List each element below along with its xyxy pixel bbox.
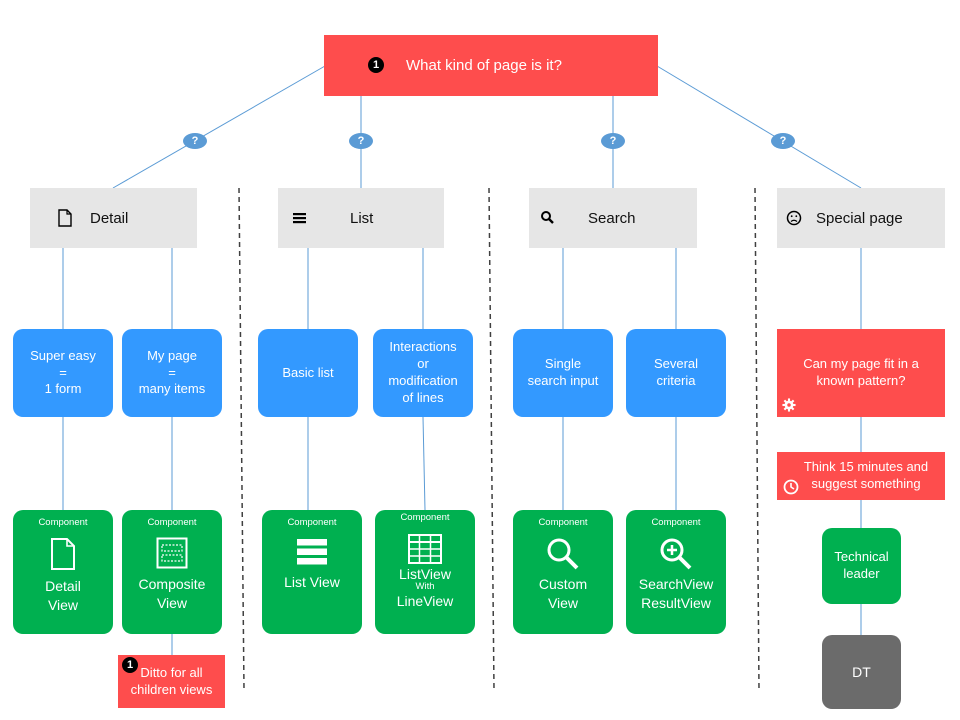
detail-option-single-form: Super easy=1 form	[13, 329, 113, 417]
category-search-label: Search	[588, 210, 636, 227]
component-listview-line2: With	[415, 581, 435, 593]
list-rows-icon	[297, 539, 327, 565]
special-dt-label: DT	[852, 663, 871, 680]
special-think-line1: Think 15 minutes and	[803, 459, 929, 475]
search-icon	[541, 211, 554, 224]
root-question: 1 What kind of page is it?	[324, 35, 658, 96]
table-grid-icon	[408, 534, 442, 565]
question-mark-icon: ?	[771, 133, 795, 149]
component-composite-line2: View	[156, 595, 188, 612]
detail-option-many-items: My page=many items	[122, 329, 222, 417]
detail-option-b-line3: many items	[138, 381, 206, 397]
detail-option-a-line1: Super easy	[30, 347, 96, 363]
component-tag: Component	[147, 517, 197, 528]
badge-1-icon: 1	[122, 657, 138, 673]
list-option-b-line4: of lines	[402, 389, 444, 405]
component-tag: Component	[538, 517, 588, 528]
search-option-a-line1: Single	[544, 356, 582, 372]
question-mark-icon: ?	[349, 133, 373, 149]
root-question-label: What kind of page is it?	[406, 57, 562, 74]
question-mark-icon: ?	[183, 133, 207, 149]
special-dt: DT	[822, 635, 901, 709]
badge-1-icon: 1	[368, 57, 384, 73]
component-list-line1: List View	[284, 574, 340, 591]
component-custom-line1: Custom	[538, 576, 588, 593]
composite-layout-icon	[156, 537, 188, 569]
category-detail: Detail	[30, 188, 197, 248]
list-option-a-line1: Basic list	[282, 364, 334, 380]
question-mark-icon: ?	[601, 133, 625, 149]
children-note-line1: Ditto for all	[140, 664, 203, 680]
special-question-line2: known pattern?	[816, 373, 906, 388]
special-leader-line2: leader	[843, 566, 880, 581]
category-list-label: List	[350, 210, 374, 227]
component-detail-line2: View	[47, 597, 79, 614]
list-icon	[293, 213, 306, 224]
detail-option-b-line1: My page	[147, 347, 197, 363]
children-note-line2: children views	[130, 681, 213, 697]
detail-option-a-line3: 1 form	[44, 381, 82, 397]
document-icon	[58, 209, 72, 227]
category-search: Search	[529, 188, 697, 248]
special-leader-line1: Technical	[834, 549, 889, 565]
component-tag: Component	[400, 512, 450, 523]
component-searchview-line2: ResultView	[641, 595, 711, 612]
search-option-a-line2: search input	[527, 373, 599, 388]
list-option-basic: Basic list	[258, 329, 358, 417]
zoom-in-icon	[660, 538, 692, 570]
special-question-line1: Can my page fit in a	[803, 356, 919, 372]
clock-icon	[783, 479, 799, 495]
component-listview-line3: LineView	[396, 592, 454, 609]
component-tag: Component	[651, 517, 701, 528]
list-option-b-line2: or	[417, 356, 429, 372]
special-think-line2: suggest something	[811, 476, 921, 491]
component-tag: Component	[38, 517, 88, 528]
category-special: Special page	[777, 188, 945, 248]
search-icon	[547, 538, 579, 570]
gear-icon	[782, 398, 796, 412]
detail-option-b-line2: =	[168, 364, 176, 380]
component-list-view: Component List View	[262, 510, 362, 634]
detail-option-a-line2: =	[59, 364, 67, 380]
search-option-b-line2: criteria	[656, 373, 696, 388]
category-list: List	[278, 188, 444, 248]
search-option-b-line1: Several	[653, 356, 699, 372]
category-detail-label: Detail	[90, 210, 129, 227]
list-option-b-line1: Interactions	[389, 339, 457, 355]
category-special-label: Special page	[816, 210, 903, 227]
component-composite-line1: Composite	[138, 576, 206, 593]
component-custom-line2: View	[547, 595, 579, 612]
frown-face-icon	[786, 210, 802, 226]
list-option-b-line3: modification	[388, 373, 458, 388]
component-listview-line1: ListView	[399, 566, 451, 583]
component-tag: Component	[287, 517, 337, 528]
component-detail-line1: Detail	[45, 578, 81, 595]
document-icon	[51, 538, 75, 571]
component-searchview-line1: SearchView	[638, 576, 714, 593]
